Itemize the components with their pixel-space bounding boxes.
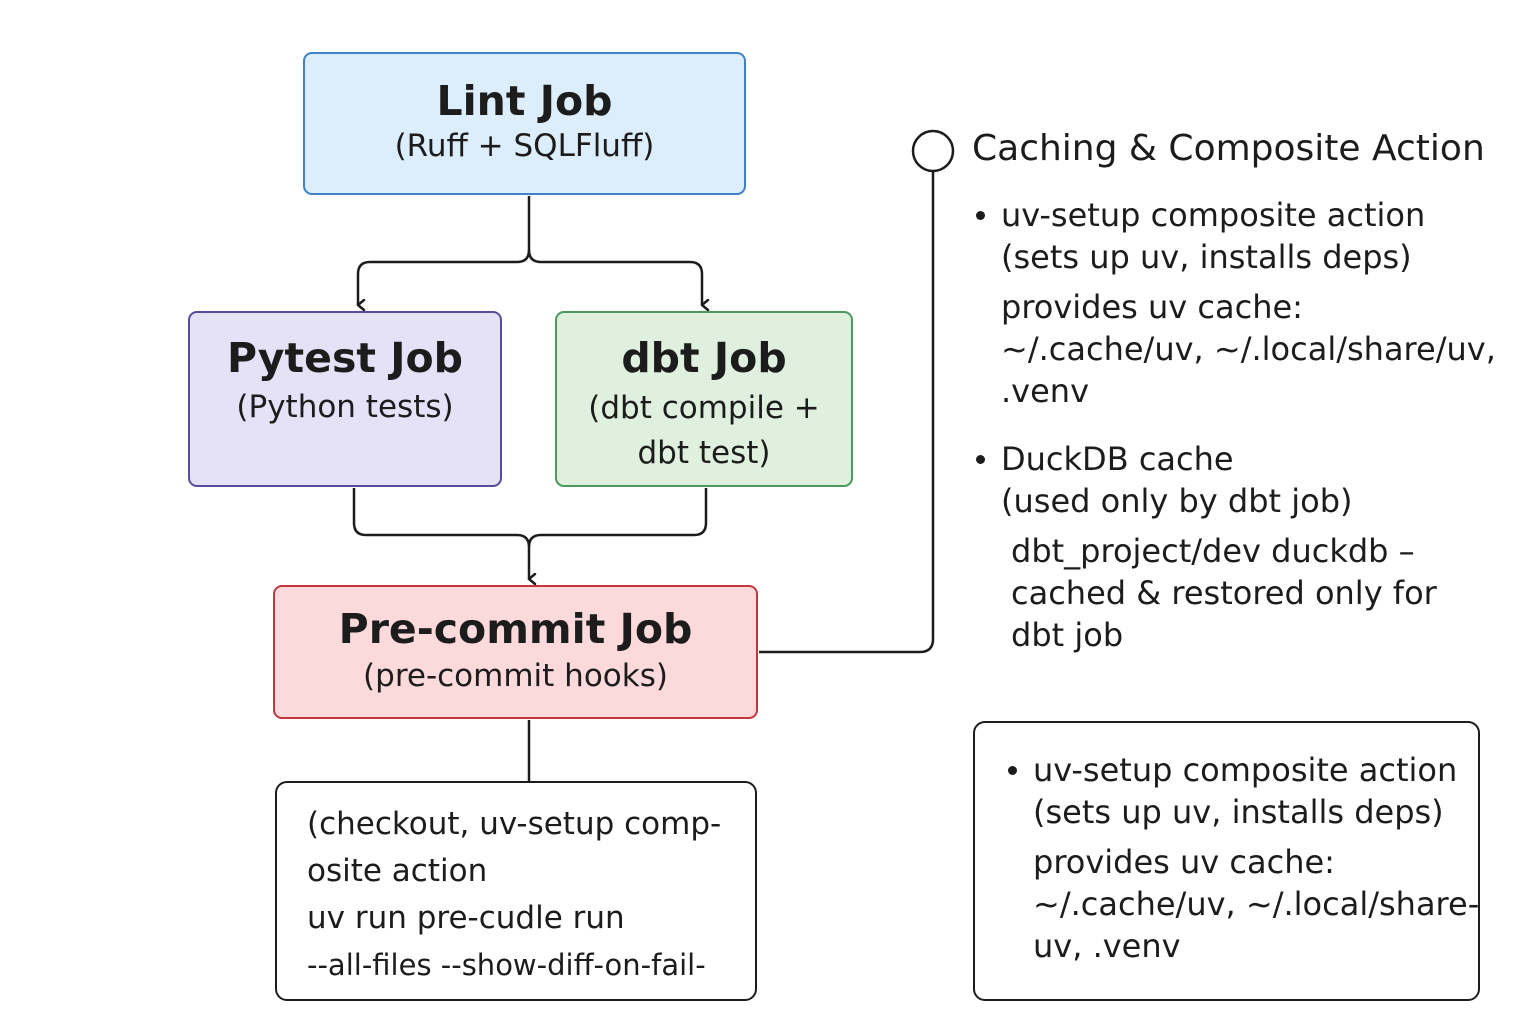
uv-box-line: provides uv cache: (1033, 843, 1335, 881)
precommit-step-line: uv run pre-cudle run (307, 900, 625, 936)
lint-job-subtitle: (Ruff + SQLFluff) (394, 128, 655, 165)
uv-cache-line: .venv (1001, 372, 1090, 410)
precommit-job-title: Pre-commit Job (338, 604, 693, 653)
line-precommit-to-caching (759, 171, 935, 654)
arrow-dbt-to-precommit (527, 488, 708, 548)
uv-cache-line: provides uv cache: (1001, 288, 1303, 326)
duckdb-cache-heading: DuckDB cache (973, 438, 1496, 480)
uv-box-line: ~/.cache/uv, ~/.local/share- (1033, 885, 1480, 923)
caching-list: uv-setup composite action (sets up uv, i… (973, 194, 1496, 656)
dbt-job-subtitle: (dbt compile + dbt test) (588, 390, 820, 472)
lint-job-box: Lint Job (Ruff + SQLFluff) (303, 52, 746, 195)
pytest-job-box: Pytest Job (Python tests) (188, 311, 502, 487)
pytest-job-title: Pytest Job (227, 334, 463, 382)
duckdb-cache-line: dbt job (1011, 616, 1124, 654)
uv-box-detail: (sets up uv, installs deps) (1033, 793, 1444, 831)
arrow-pytest-to-precommit (352, 488, 529, 579)
uv-box-heading: uv-setup composite action (1005, 749, 1478, 791)
precommit-step-line: (checkout, uv-setup comp- (307, 806, 722, 842)
arrow-lint-to-pytest (356, 196, 531, 305)
caching-timeline-node (911, 129, 955, 173)
uv-setup-heading: uv-setup composite action (973, 194, 1496, 236)
uv-box-line: uv, .venv (1033, 927, 1181, 965)
precommit-steps-box: (checkout, uv-setup comp- osite action u… (275, 781, 757, 1001)
precommit-job-box: Pre-commit Job (pre-commit hooks) (273, 585, 758, 719)
precommit-job-subtitle: (pre-commit hooks) (363, 657, 668, 694)
arrow-lint-to-dbt (527, 249, 702, 305)
precommit-step-line: osite action (307, 853, 488, 889)
precommit-step-line: --all-files --show-diff-on-fail- (307, 948, 706, 982)
duckdb-cache-line: dbt_project/dev duckdb – (1011, 532, 1415, 570)
caching-section-title: Caching & Composite Action (972, 128, 1485, 169)
duckdb-cache-line: cached & restored only for (1011, 574, 1437, 612)
uv-setup-note-box: uv-setup composite action (sets up uv, i… (973, 721, 1480, 1001)
pytest-job-subtitle: (Python tests) (236, 389, 454, 426)
lint-job-title: Lint Job (436, 77, 613, 126)
dbt-job-box: dbt Job (dbt compile + dbt test) (555, 311, 853, 487)
dbt-job-title: dbt Job (621, 334, 787, 382)
uv-setup-detail: (sets up uv, installs deps) (1001, 238, 1412, 276)
duckdb-cache-detail: (used only by dbt job) (1001, 482, 1353, 520)
uv-cache-line: ~/.cache/uv, ~/.local/share/uv, (1001, 330, 1496, 368)
